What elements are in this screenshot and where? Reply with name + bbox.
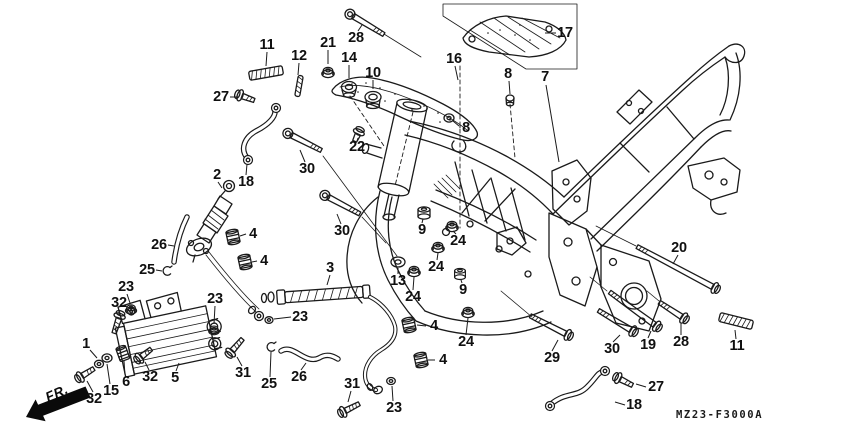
part-number-label: 11 (729, 338, 745, 354)
part-number-label: 21 (320, 35, 336, 51)
part-number-label: 20 (671, 240, 687, 256)
frame-drawing (322, 33, 746, 336)
part-number-label: 11 (259, 37, 275, 53)
part-number-label: 9 (459, 282, 467, 298)
oil-hose-b-drawing (278, 346, 341, 363)
part-number-label: 14 (341, 50, 357, 66)
part-number-label: 26 (291, 369, 307, 385)
front-direction-marker: FR. (26, 382, 91, 422)
part-number-label: 27 (648, 379, 664, 395)
part-number-label: 5 (171, 370, 179, 386)
part-number-label: 24 (405, 289, 421, 305)
part-number-label: 23 (118, 279, 134, 295)
part-number-label: 15 (103, 383, 119, 399)
breather-pipe-rear-drawing (544, 365, 611, 412)
part-number-label: 24 (458, 334, 474, 350)
part-number-label: 29 (544, 350, 560, 366)
part-number-label: 9 (418, 222, 426, 238)
part-number-label: 28 (348, 30, 364, 46)
part-number-label: 28 (673, 334, 689, 350)
front-arrow-icon (26, 386, 91, 422)
part-number-label: 19 (640, 337, 656, 353)
part-number-label: 16 (446, 51, 462, 67)
part-number-label: 32 (142, 369, 158, 385)
breather-pipe-front-drawing (240, 102, 282, 166)
part-number-label: 6 (122, 374, 130, 390)
part-number-label: 12 (291, 48, 307, 64)
part-number-label: 30 (334, 223, 350, 239)
part-number-label: 4 (430, 318, 438, 334)
part-number-label: 23 (292, 309, 308, 325)
part-number-label: 4 (439, 352, 447, 368)
part-number-label: 23 (207, 291, 223, 307)
part-number-label: 4 (249, 226, 257, 242)
part-number-label: 25 (261, 376, 277, 392)
oil-pipe-a-drawing (185, 179, 265, 322)
part-number-label: 32 (86, 391, 102, 407)
part-number-label: 24 (450, 233, 466, 249)
part-number-label: 27 (213, 89, 229, 105)
part-number-label: 7 (541, 69, 549, 85)
part-number-label: 8 (504, 66, 512, 82)
part-number-label: 32 (111, 295, 127, 311)
leader-lines (86, 24, 737, 406)
oil-pipe-b-drawing (260, 284, 371, 305)
part-number-label: 3 (326, 260, 334, 276)
part-number-label: 10 (365, 65, 381, 81)
part-number-label: 18 (626, 397, 642, 413)
part-number-label: 31 (344, 376, 360, 392)
oil-pipe-b-tube (362, 294, 398, 395)
mark-bracket-drawing (442, 3, 578, 70)
drawing-code: MZ23-F3000A (676, 409, 764, 421)
heat-guard-drawing (331, 76, 479, 153)
part-number-label: 8 (462, 120, 470, 136)
part-number-label: 30 (604, 341, 620, 357)
part-number-label: 2 (213, 167, 221, 183)
part-number-label: 1 (82, 336, 90, 352)
part-number-label: 24 (428, 259, 444, 275)
part-number-label: 18 (238, 174, 254, 190)
part-number-label: 25 (139, 262, 155, 278)
part-number-label: 30 (299, 161, 315, 177)
part-number-label: 17 (557, 25, 573, 41)
oil-hose-a-drawing (171, 214, 190, 265)
part-number-label: 26 (151, 237, 167, 253)
part-number-label: 31 (235, 365, 251, 381)
part-number-label: 23 (386, 400, 402, 416)
fasteners-drawing (74, 8, 754, 418)
part-number-label: 22 (349, 139, 365, 155)
part-number-label: 13 (390, 273, 406, 289)
part-number-label: 4 (260, 253, 268, 269)
